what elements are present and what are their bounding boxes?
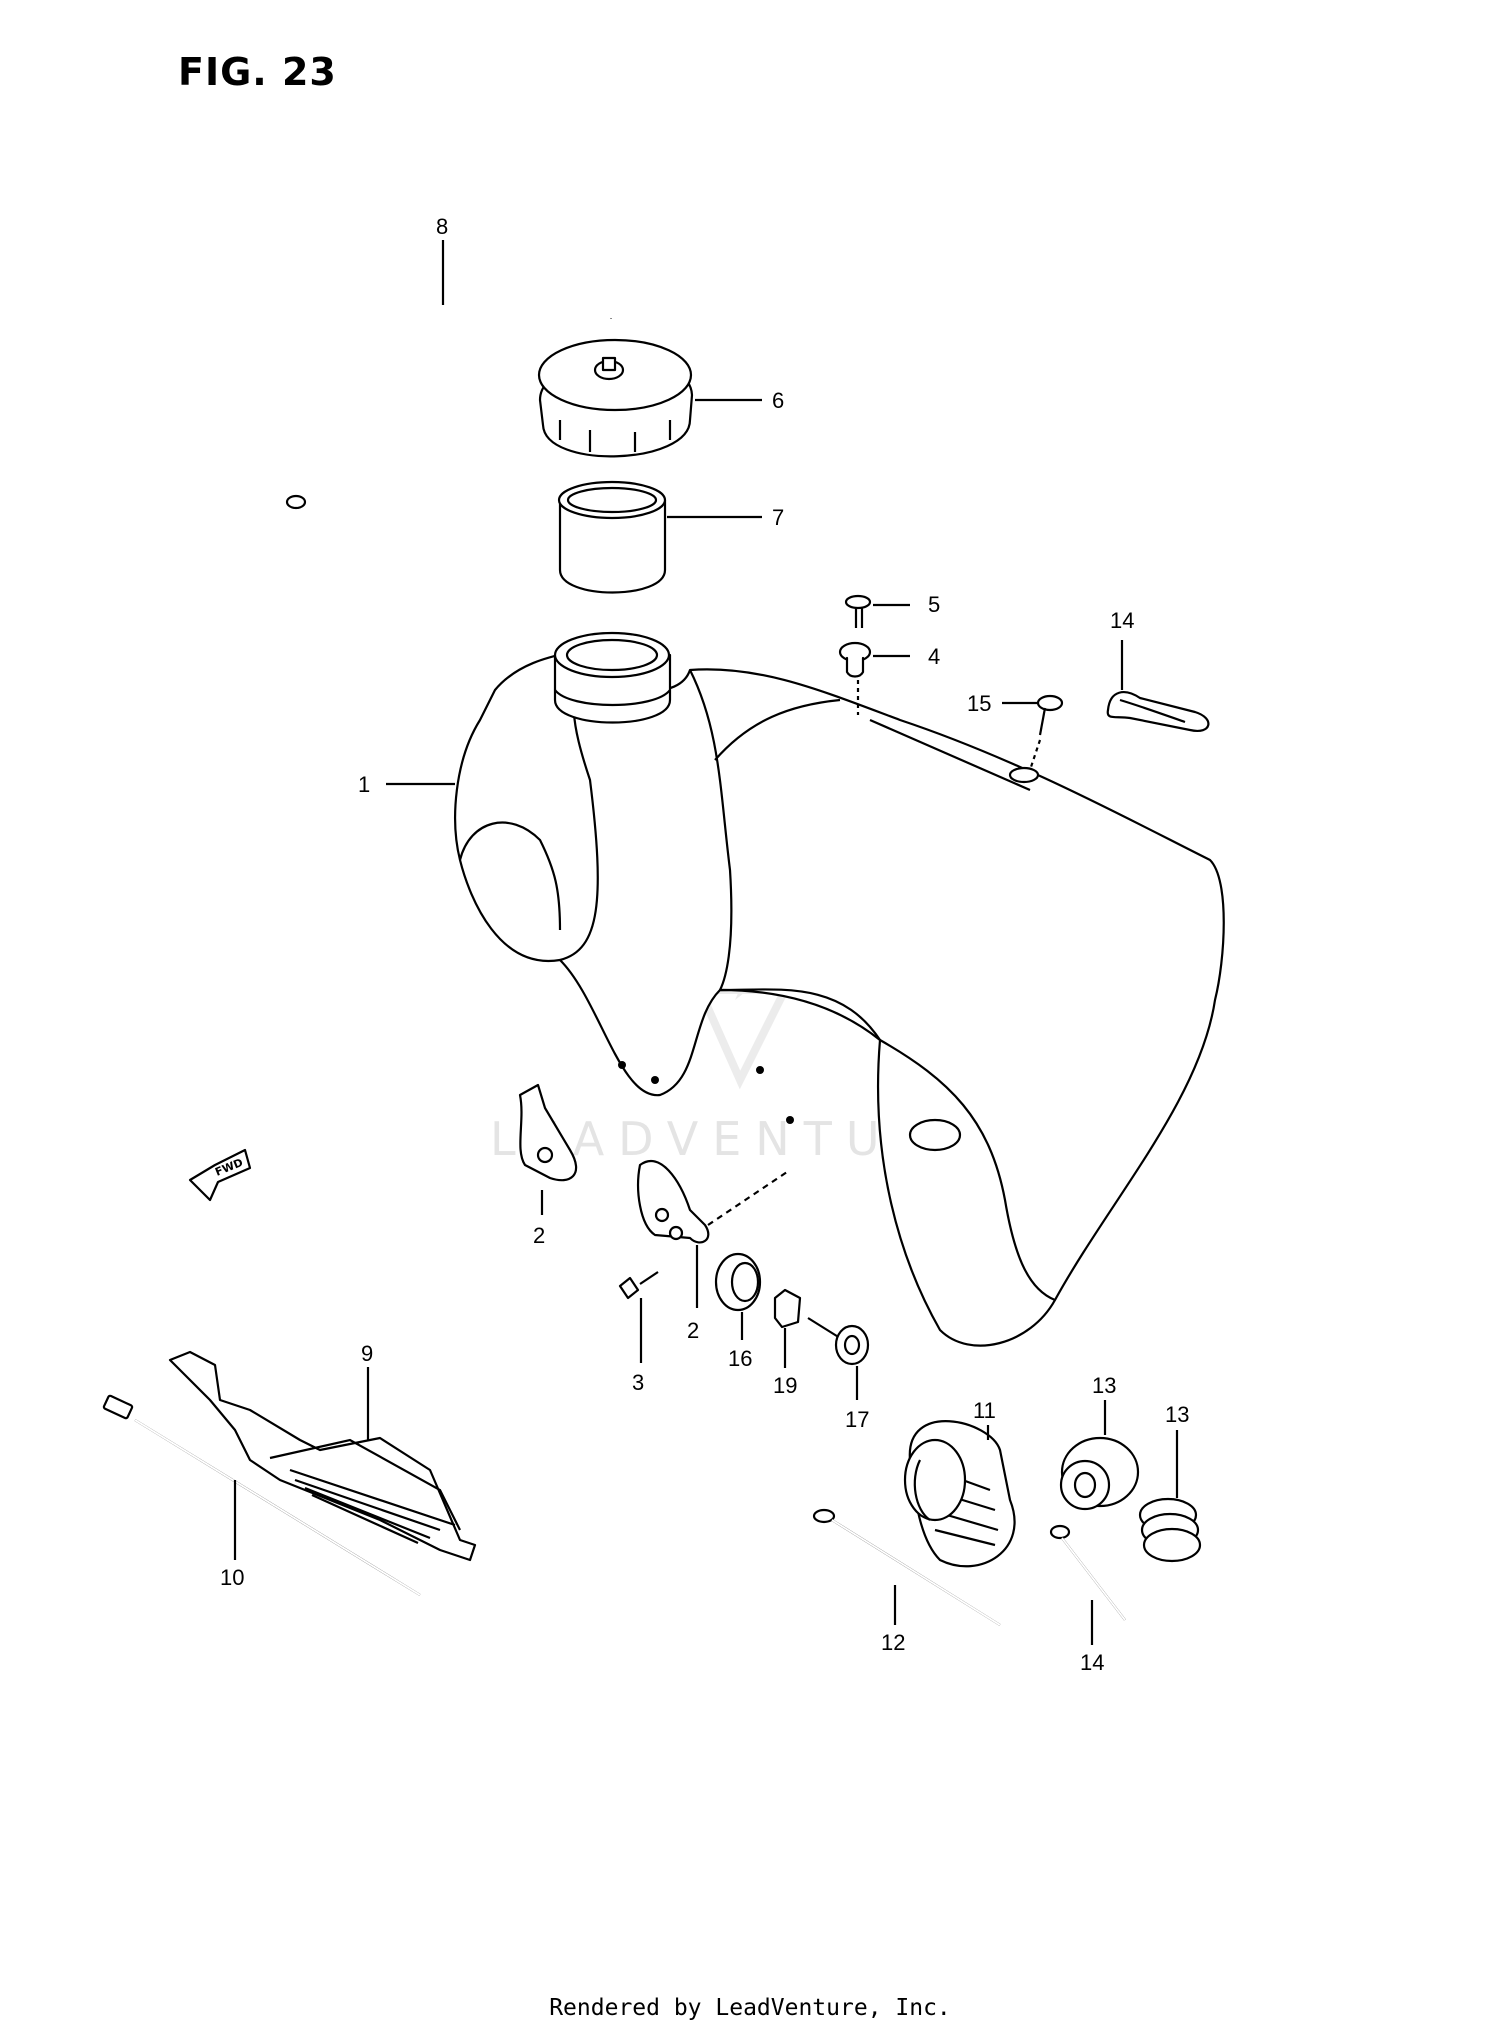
callout-5: 5: [928, 592, 940, 617]
part-15-clamp: [1106, 691, 1210, 733]
tank-filler-neck: [553, 631, 672, 724]
part-3-bolt: [618, 1271, 659, 1300]
callout-19: 19: [773, 1373, 797, 1398]
callout-7: 7: [772, 505, 784, 530]
part-19-collar: [773, 1288, 802, 1329]
footer-credit: Rendered by LeadVenture, Inc.: [549, 1995, 951, 2021]
callout-13-b: 13: [1165, 1402, 1189, 1427]
part-2-bracket-left: [518, 1083, 578, 1182]
callout-14: 14: [1080, 1650, 1104, 1675]
callout-16: 15: [967, 691, 991, 716]
part-13-grommet-a: [1059, 1436, 1140, 1511]
callout-2-left: 2: [533, 1223, 545, 1248]
callout-4: 4: [928, 644, 940, 669]
fwd-arrow-icon: FWD: [188, 1148, 252, 1202]
part-13-spring: [1138, 1497, 1202, 1563]
part-14-cotter-pin: [1049, 1524, 1126, 1621]
part-1-fuel-tank: [454, 648, 1225, 1347]
callout-13-a: 13: [1092, 1373, 1116, 1398]
leader-lines: [233, 240, 1179, 1645]
callout-9: 9: [361, 1341, 373, 1366]
callout-3: 3: [632, 1370, 644, 1395]
part-8-hose: [285, 226, 622, 510]
callout-10: 10: [220, 1565, 244, 1590]
callout-1: 1: [358, 772, 370, 797]
figure-title: FIG. 23: [178, 50, 337, 94]
callout-18: 17: [845, 1407, 869, 1432]
part-6-fuel-cap: [537, 338, 694, 458]
callout-labels: 8 6 7 5 4 15 14 1 2 2 3 16 19 17 9 10 11…: [220, 214, 1189, 1675]
callout-8: 8: [436, 214, 448, 239]
part-5-screw: [844, 594, 872, 628]
part-4-cushion: [838, 641, 872, 715]
part-7-filler-ring: [557, 480, 667, 594]
part-11-boot: [903, 1420, 1016, 1568]
part-9-protector: [168, 1350, 477, 1562]
callout-6: 6: [772, 388, 784, 413]
callout-2-lower: 2: [687, 1318, 699, 1343]
callout-11: 11: [973, 1398, 996, 1423]
part-2-bracket-lower: [637, 1159, 791, 1244]
callout-15: 14: [1110, 608, 1134, 633]
part-16-screw: [1028, 694, 1064, 771]
part-12-cotter-pin: [812, 1508, 1001, 1626]
part-10-cable-tie: [102, 1394, 421, 1596]
callout-17: 16: [728, 1346, 752, 1371]
part-17-grommet: [714, 1252, 762, 1312]
part-18-bolt: [807, 1317, 870, 1366]
callout-12: 12: [881, 1630, 905, 1655]
